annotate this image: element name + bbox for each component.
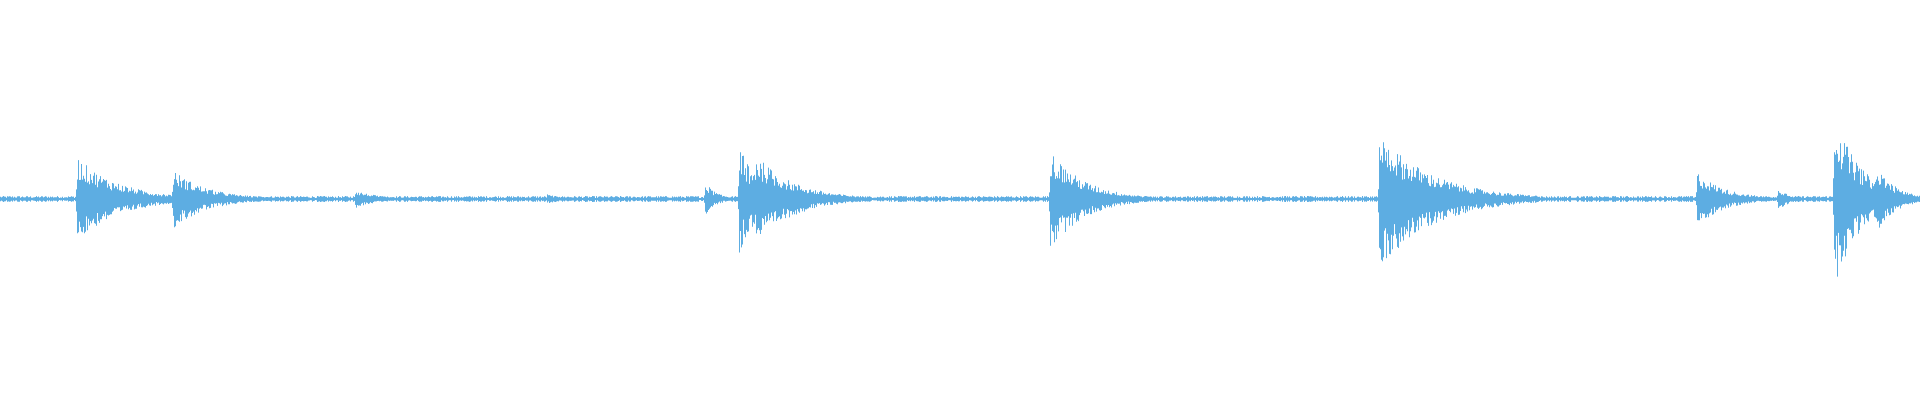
waveform-baseline <box>0 196 1920 202</box>
waveform-event-8 <box>1049 156 1154 246</box>
waveform-event-10 <box>1646 196 1670 202</box>
waveform-event-2 <box>172 173 277 228</box>
waveform-event-11 <box>1696 174 1783 221</box>
waveform-event-13 <box>1833 143 1915 277</box>
waveform-event-5 <box>704 187 740 214</box>
waveform-event-14 <box>1875 174 1920 228</box>
waveform-event-3 <box>354 192 424 208</box>
waveform-event-12 <box>1777 191 1813 208</box>
waveform-event-7 <box>755 162 871 234</box>
waveform-events <box>76 142 1920 277</box>
waveform-event-4 <box>546 194 593 203</box>
waveform-event-9 <box>1378 142 1540 262</box>
